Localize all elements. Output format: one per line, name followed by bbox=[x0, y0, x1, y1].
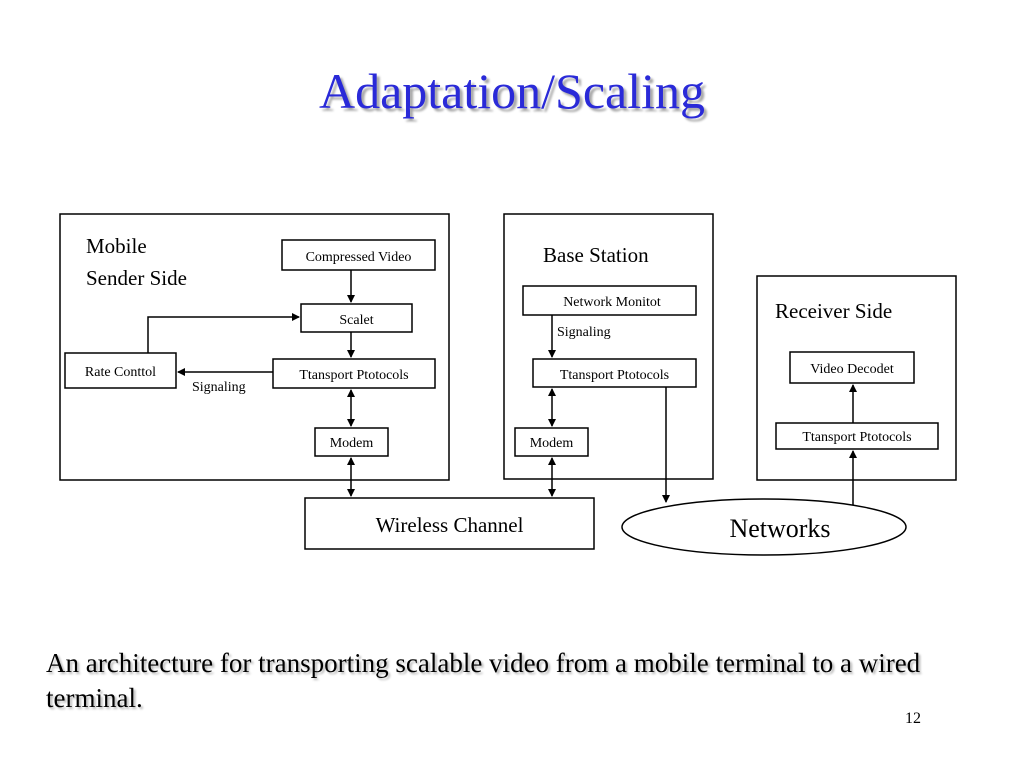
networks-label: Networks bbox=[729, 514, 830, 543]
base-signaling-label: Signaling bbox=[557, 325, 611, 340]
base-transport-label: Ttansport Ptotocols bbox=[560, 368, 669, 383]
sender-title-line1: Mobile bbox=[86, 234, 147, 258]
rate-control-label: Rate Conttol bbox=[85, 365, 156, 380]
network-monitor-box bbox=[522, 285, 697, 316]
receiver-transport-box bbox=[775, 422, 939, 450]
receiver-panel bbox=[756, 275, 957, 481]
rate-control-box bbox=[64, 352, 177, 389]
video-decoder-label: Video Decodet bbox=[810, 362, 894, 377]
compressed-video-box bbox=[281, 239, 436, 271]
network-monitor-label: Network Monitot bbox=[563, 295, 661, 310]
sender-panel bbox=[59, 213, 450, 481]
sender-signaling-label: Signaling bbox=[192, 380, 246, 395]
base-modem-box bbox=[514, 427, 589, 457]
sender-title-line2: Sender Side bbox=[86, 266, 187, 290]
base-modem-label: Modem bbox=[530, 436, 574, 451]
receiver-transport-label: Ttansport Ptotocols bbox=[802, 430, 911, 445]
wireless-channel-label: Wireless Channel bbox=[376, 513, 524, 537]
sender-transport-label: Ttansport Ptotocols bbox=[299, 368, 408, 383]
scaler-label: Scalet bbox=[339, 313, 373, 328]
base-transport-box bbox=[532, 358, 697, 388]
wireless-channel-box bbox=[304, 497, 595, 550]
receiver-title: Receiver Side bbox=[775, 299, 892, 323]
video-decoder-box bbox=[789, 351, 915, 384]
slide-caption: An architecture for transporting scalabl… bbox=[46, 648, 921, 713]
compressed-video-label: Compressed Video bbox=[306, 250, 412, 265]
sender-modem-box bbox=[314, 427, 389, 457]
sender-modem-label: Modem bbox=[330, 436, 374, 451]
scaler-box bbox=[300, 303, 413, 333]
arrow-rate-control-to-scaler bbox=[147, 313, 300, 353]
base-station-panel bbox=[503, 213, 714, 480]
networks-ellipse bbox=[621, 498, 907, 556]
base-station-title: Base Station bbox=[543, 243, 649, 267]
slide-number: 12 bbox=[905, 710, 921, 727]
sender-transport-box bbox=[272, 358, 436, 389]
slide-title: Adaptation/Scaling bbox=[318, 63, 706, 119]
